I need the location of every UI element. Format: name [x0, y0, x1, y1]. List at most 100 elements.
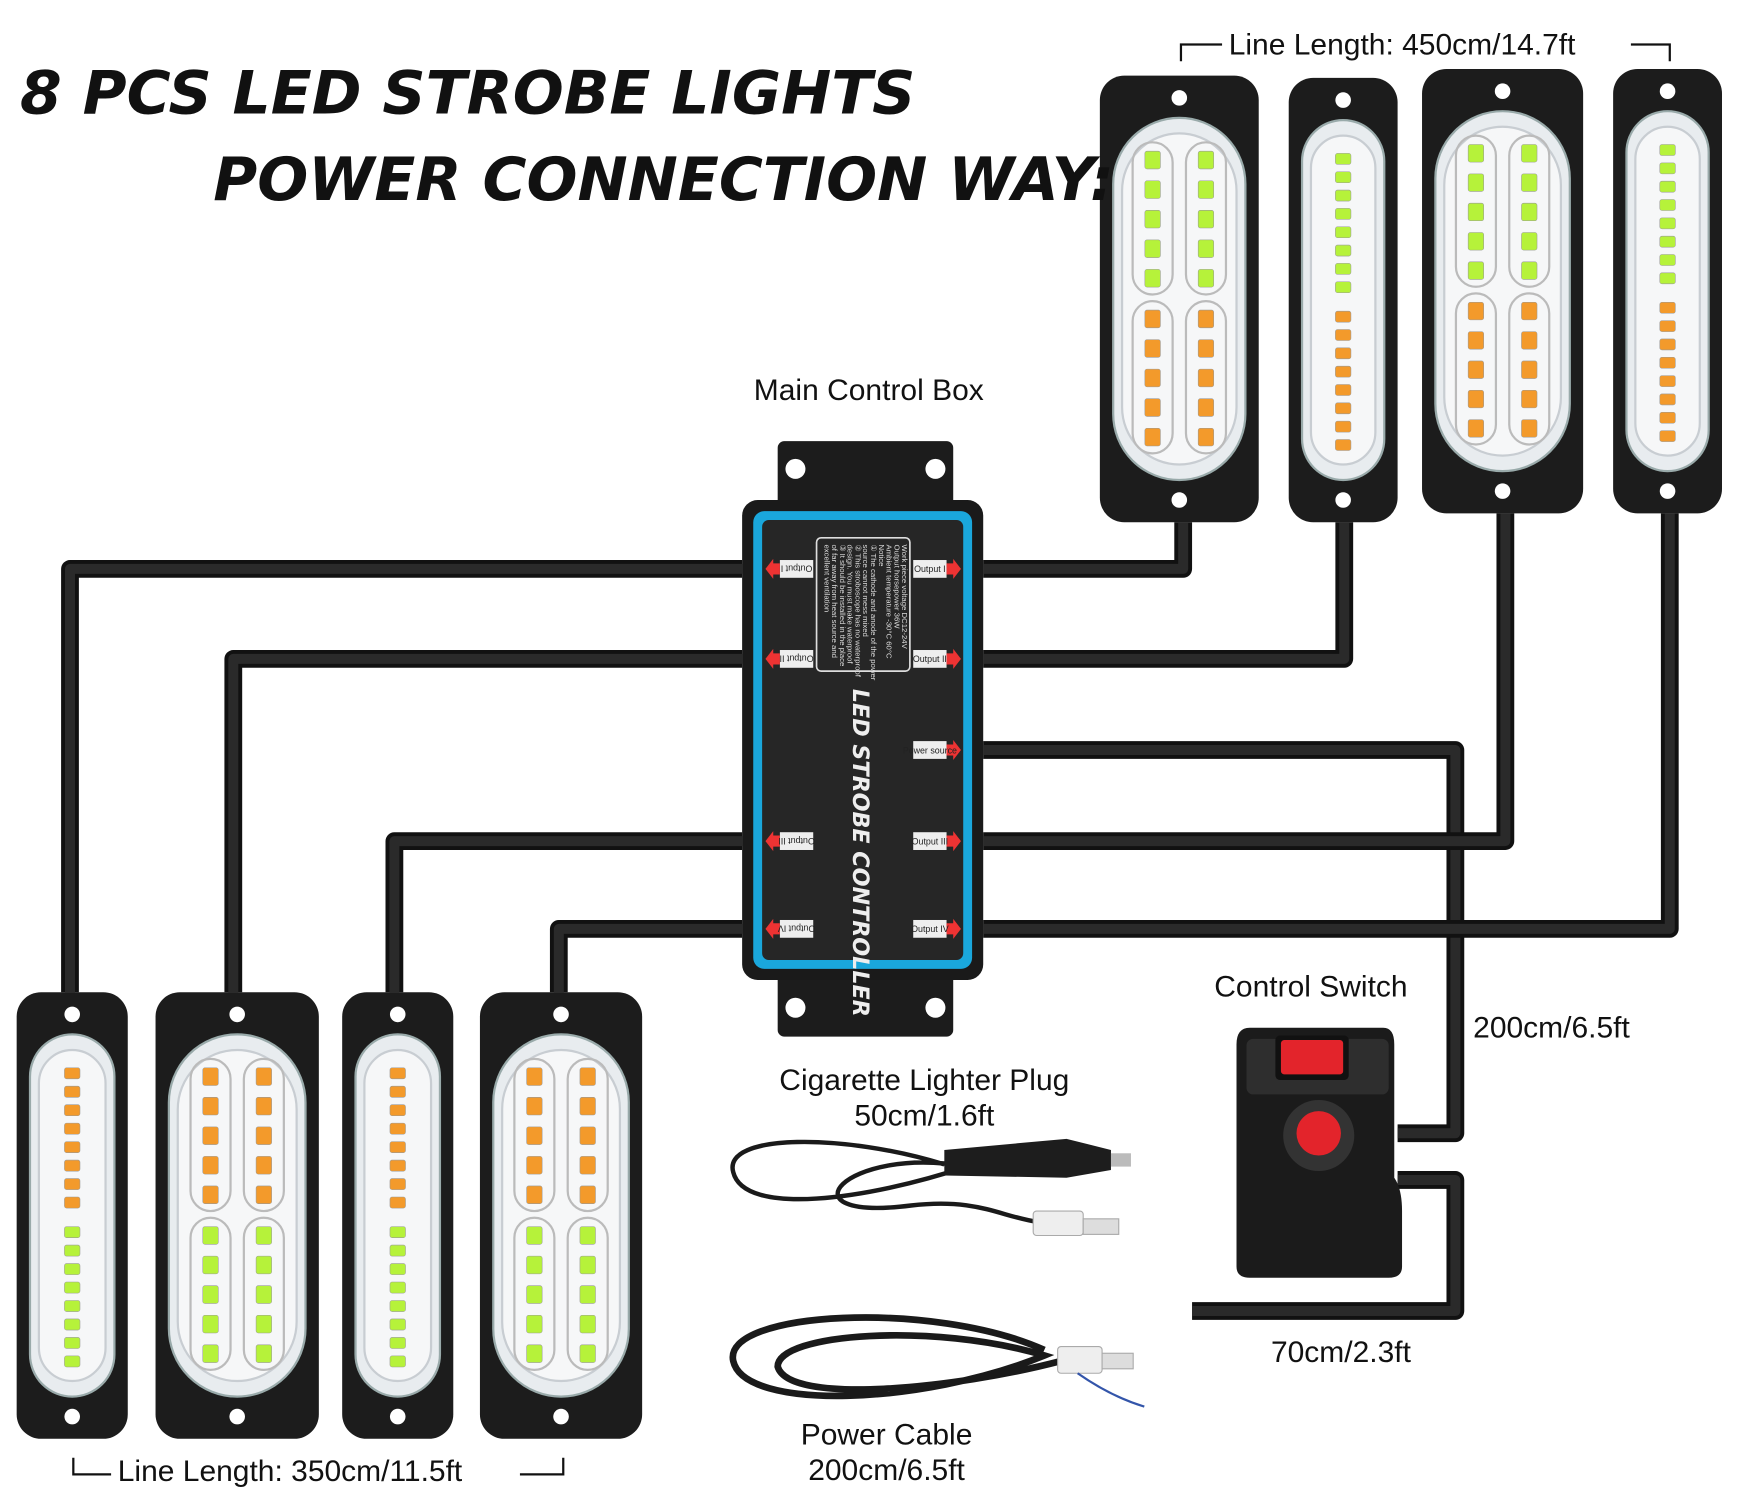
led	[1659, 320, 1676, 332]
cigarette-plug-length: 50cm/1.6ft	[854, 1100, 995, 1133]
main-control-box-label: Main Control Box	[754, 374, 984, 407]
spec-line: ③ It should be installed in the place	[838, 544, 847, 666]
strobe-light-bottom-3	[342, 992, 454, 1439]
led	[1521, 261, 1538, 280]
led	[1521, 202, 1538, 222]
power-cable-length: 200cm/6.5ft	[808, 1454, 965, 1487]
led	[1467, 144, 1484, 163]
led	[1659, 217, 1676, 230]
led	[1467, 360, 1484, 379]
led	[1335, 208, 1352, 220]
led	[526, 1185, 543, 1204]
led	[1659, 411, 1676, 424]
led	[255, 1185, 272, 1204]
led	[64, 1281, 81, 1294]
svg-text:Output III: Output III	[912, 836, 949, 846]
led	[202, 1156, 219, 1175]
led	[389, 1337, 406, 1349]
led	[526, 1314, 543, 1334]
led	[202, 1097, 219, 1116]
spec-line: ② This stroboscope has no waterproof	[853, 544, 862, 677]
spec-line: excellent ventilation	[822, 544, 831, 612]
led	[1659, 254, 1676, 266]
wires	[61, 513, 1679, 1320]
svg-text:Output I: Output I	[781, 564, 813, 574]
led	[389, 1159, 406, 1172]
led	[64, 1159, 81, 1172]
led	[202, 1185, 219, 1204]
led	[255, 1255, 272, 1275]
led	[64, 1355, 81, 1368]
led	[64, 1196, 81, 1209]
cigarette-plug-label: Cigarette Lighter Plug	[779, 1064, 1069, 1097]
title-line-1: 8 PCS LED STROBE LIGHTS	[20, 58, 915, 128]
svg-text:Output II: Output II	[780, 654, 814, 664]
led	[579, 1285, 596, 1304]
led	[526, 1097, 543, 1116]
led	[526, 1156, 543, 1175]
led	[1521, 232, 1538, 251]
led	[202, 1285, 219, 1304]
svg-text:Output III: Output III	[778, 836, 815, 846]
led	[1144, 239, 1161, 258]
led	[1335, 347, 1352, 360]
led	[389, 1244, 406, 1257]
power-cable	[729, 1314, 1145, 1408]
led	[1659, 338, 1676, 351]
led	[1197, 339, 1215, 358]
led	[1659, 235, 1676, 248]
led	[1144, 368, 1161, 388]
spec-line: source cannot mess mixed	[861, 544, 870, 636]
strobe-light-top-3	[1422, 68, 1584, 514]
led	[64, 1244, 81, 1257]
led	[1521, 331, 1538, 350]
led	[579, 1314, 596, 1334]
led	[255, 1226, 272, 1245]
led	[1335, 189, 1352, 202]
svg-text:Power source: Power source	[903, 745, 957, 755]
svg-text:Output IV: Output IV	[911, 924, 949, 934]
led	[255, 1067, 272, 1086]
wire-4	[549, 919, 743, 993]
led	[1144, 150, 1161, 170]
led	[1144, 309, 1161, 329]
led	[1467, 419, 1484, 438]
led	[64, 1178, 81, 1190]
spec-line: design. You must make waterproof	[846, 544, 855, 664]
port-left-1: Output I	[765, 558, 814, 579]
led	[389, 1318, 406, 1331]
led	[64, 1300, 81, 1312]
led	[1335, 384, 1352, 396]
strobe-light-top-1	[1099, 75, 1259, 523]
led	[64, 1104, 81, 1117]
led	[1144, 427, 1161, 447]
led	[579, 1185, 596, 1204]
led	[202, 1314, 219, 1334]
port-right-5: Output IV	[911, 918, 961, 939]
strobe-light-bottom-4	[479, 992, 643, 1439]
led	[64, 1085, 81, 1098]
port-left-2: Output II	[765, 648, 814, 669]
led	[64, 1226, 81, 1238]
led	[1197, 180, 1215, 199]
led	[526, 1067, 543, 1086]
led	[1521, 419, 1538, 438]
led	[1659, 272, 1676, 285]
svg-text:Output IV: Output IV	[778, 924, 816, 934]
led	[389, 1067, 406, 1080]
led	[202, 1067, 219, 1086]
led	[389, 1226, 406, 1238]
led	[1659, 430, 1676, 442]
led	[389, 1300, 406, 1312]
led	[1659, 162, 1676, 175]
led	[1467, 202, 1484, 222]
led	[1197, 239, 1215, 258]
led	[1659, 199, 1676, 211]
led	[64, 1067, 81, 1080]
led	[1144, 269, 1161, 288]
port-right-1: Output I	[913, 558, 961, 579]
led	[64, 1337, 81, 1349]
led	[64, 1141, 81, 1153]
bottom-line-length: Line Length: 350cm/11.5ft	[118, 1455, 463, 1488]
strobe-light-top-4	[1613, 68, 1723, 514]
